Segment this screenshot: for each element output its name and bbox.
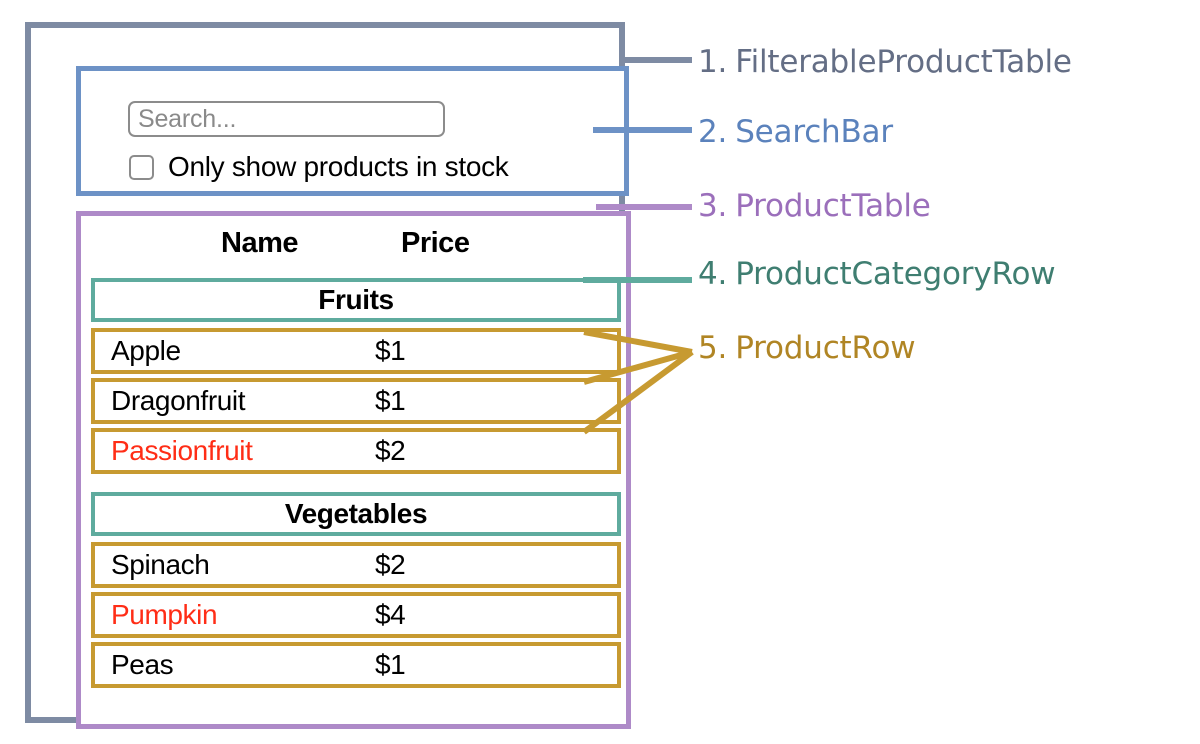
product-name: Apple	[111, 335, 181, 366]
product-row: Pumpkin $4	[91, 592, 621, 638]
category-label: Vegetables	[284, 498, 428, 529]
product-row: Apple $1	[91, 328, 621, 374]
product-category-row: Fruits	[91, 278, 621, 322]
legend-number: 5.	[698, 330, 728, 366]
category-label: Fruits	[318, 284, 394, 315]
product-table-rows: Fruits Apple $1 Dragonfruit $1 Passionfr…	[91, 278, 621, 692]
product-price: $2	[375, 435, 406, 466]
legend-label: ProductCategoryRow	[735, 256, 1056, 292]
legend-number: 1.	[698, 44, 728, 80]
search-placeholder-text: Search...	[138, 104, 237, 133]
product-price: $2	[375, 549, 406, 580]
product-price: $1	[375, 385, 406, 416]
legend-label: FilterableProductTable	[735, 44, 1072, 80]
product-name: Pumpkin	[111, 599, 218, 630]
legend-item-product-table: 3.ProductTable	[698, 188, 931, 224]
product-name: Passionfruit	[111, 435, 253, 466]
legend-item-filterable-product-table: 1.FilterableProductTable	[698, 44, 1072, 80]
column-header-price: Price	[401, 227, 470, 259]
in-stock-filter-row[interactable]: Only show products in stock	[129, 149, 509, 185]
product-row: Peas $1	[91, 642, 621, 688]
product-price: $4	[375, 599, 406, 630]
product-table-header: Name Price	[81, 224, 626, 268]
product-name: Peas	[111, 649, 174, 680]
product-table-box: Name Price Fruits Apple $1 Dragonfruit $…	[76, 211, 631, 729]
legend-number: 2.	[698, 114, 728, 150]
in-stock-checkbox-label: Only show products in stock	[168, 151, 509, 182]
column-header-name: Name	[221, 227, 299, 259]
checkbox-icon[interactable]	[129, 154, 154, 180]
product-row: Dragonfruit $1	[91, 378, 621, 424]
product-price: $1	[375, 335, 406, 366]
section-gap	[91, 478, 621, 492]
product-price: $1	[375, 649, 406, 680]
legend-number: 4.	[698, 256, 728, 292]
search-bar-box: Search... Only show products in stock	[76, 66, 629, 196]
product-name: Dragonfruit	[111, 385, 246, 416]
product-name: Spinach	[111, 549, 210, 580]
legend-label: SearchBar	[735, 114, 893, 150]
search-input[interactable]: Search...	[128, 101, 445, 137]
legend-number: 3.	[698, 188, 728, 224]
legend-item-search-bar: 2.SearchBar	[698, 114, 893, 150]
product-category-row: Vegetables	[91, 492, 621, 536]
product-row: Spinach $2	[91, 542, 621, 588]
filterable-product-table-box: Search... Only show products in stock Na…	[25, 22, 631, 729]
legend-item-product-category-row: 4.ProductCategoryRow	[698, 256, 1056, 292]
legend-label: ProductRow	[735, 330, 916, 366]
product-row: Passionfruit $2	[91, 428, 621, 474]
legend-label: ProductTable	[735, 188, 931, 224]
legend-item-product-row: 5.ProductRow	[698, 330, 916, 366]
